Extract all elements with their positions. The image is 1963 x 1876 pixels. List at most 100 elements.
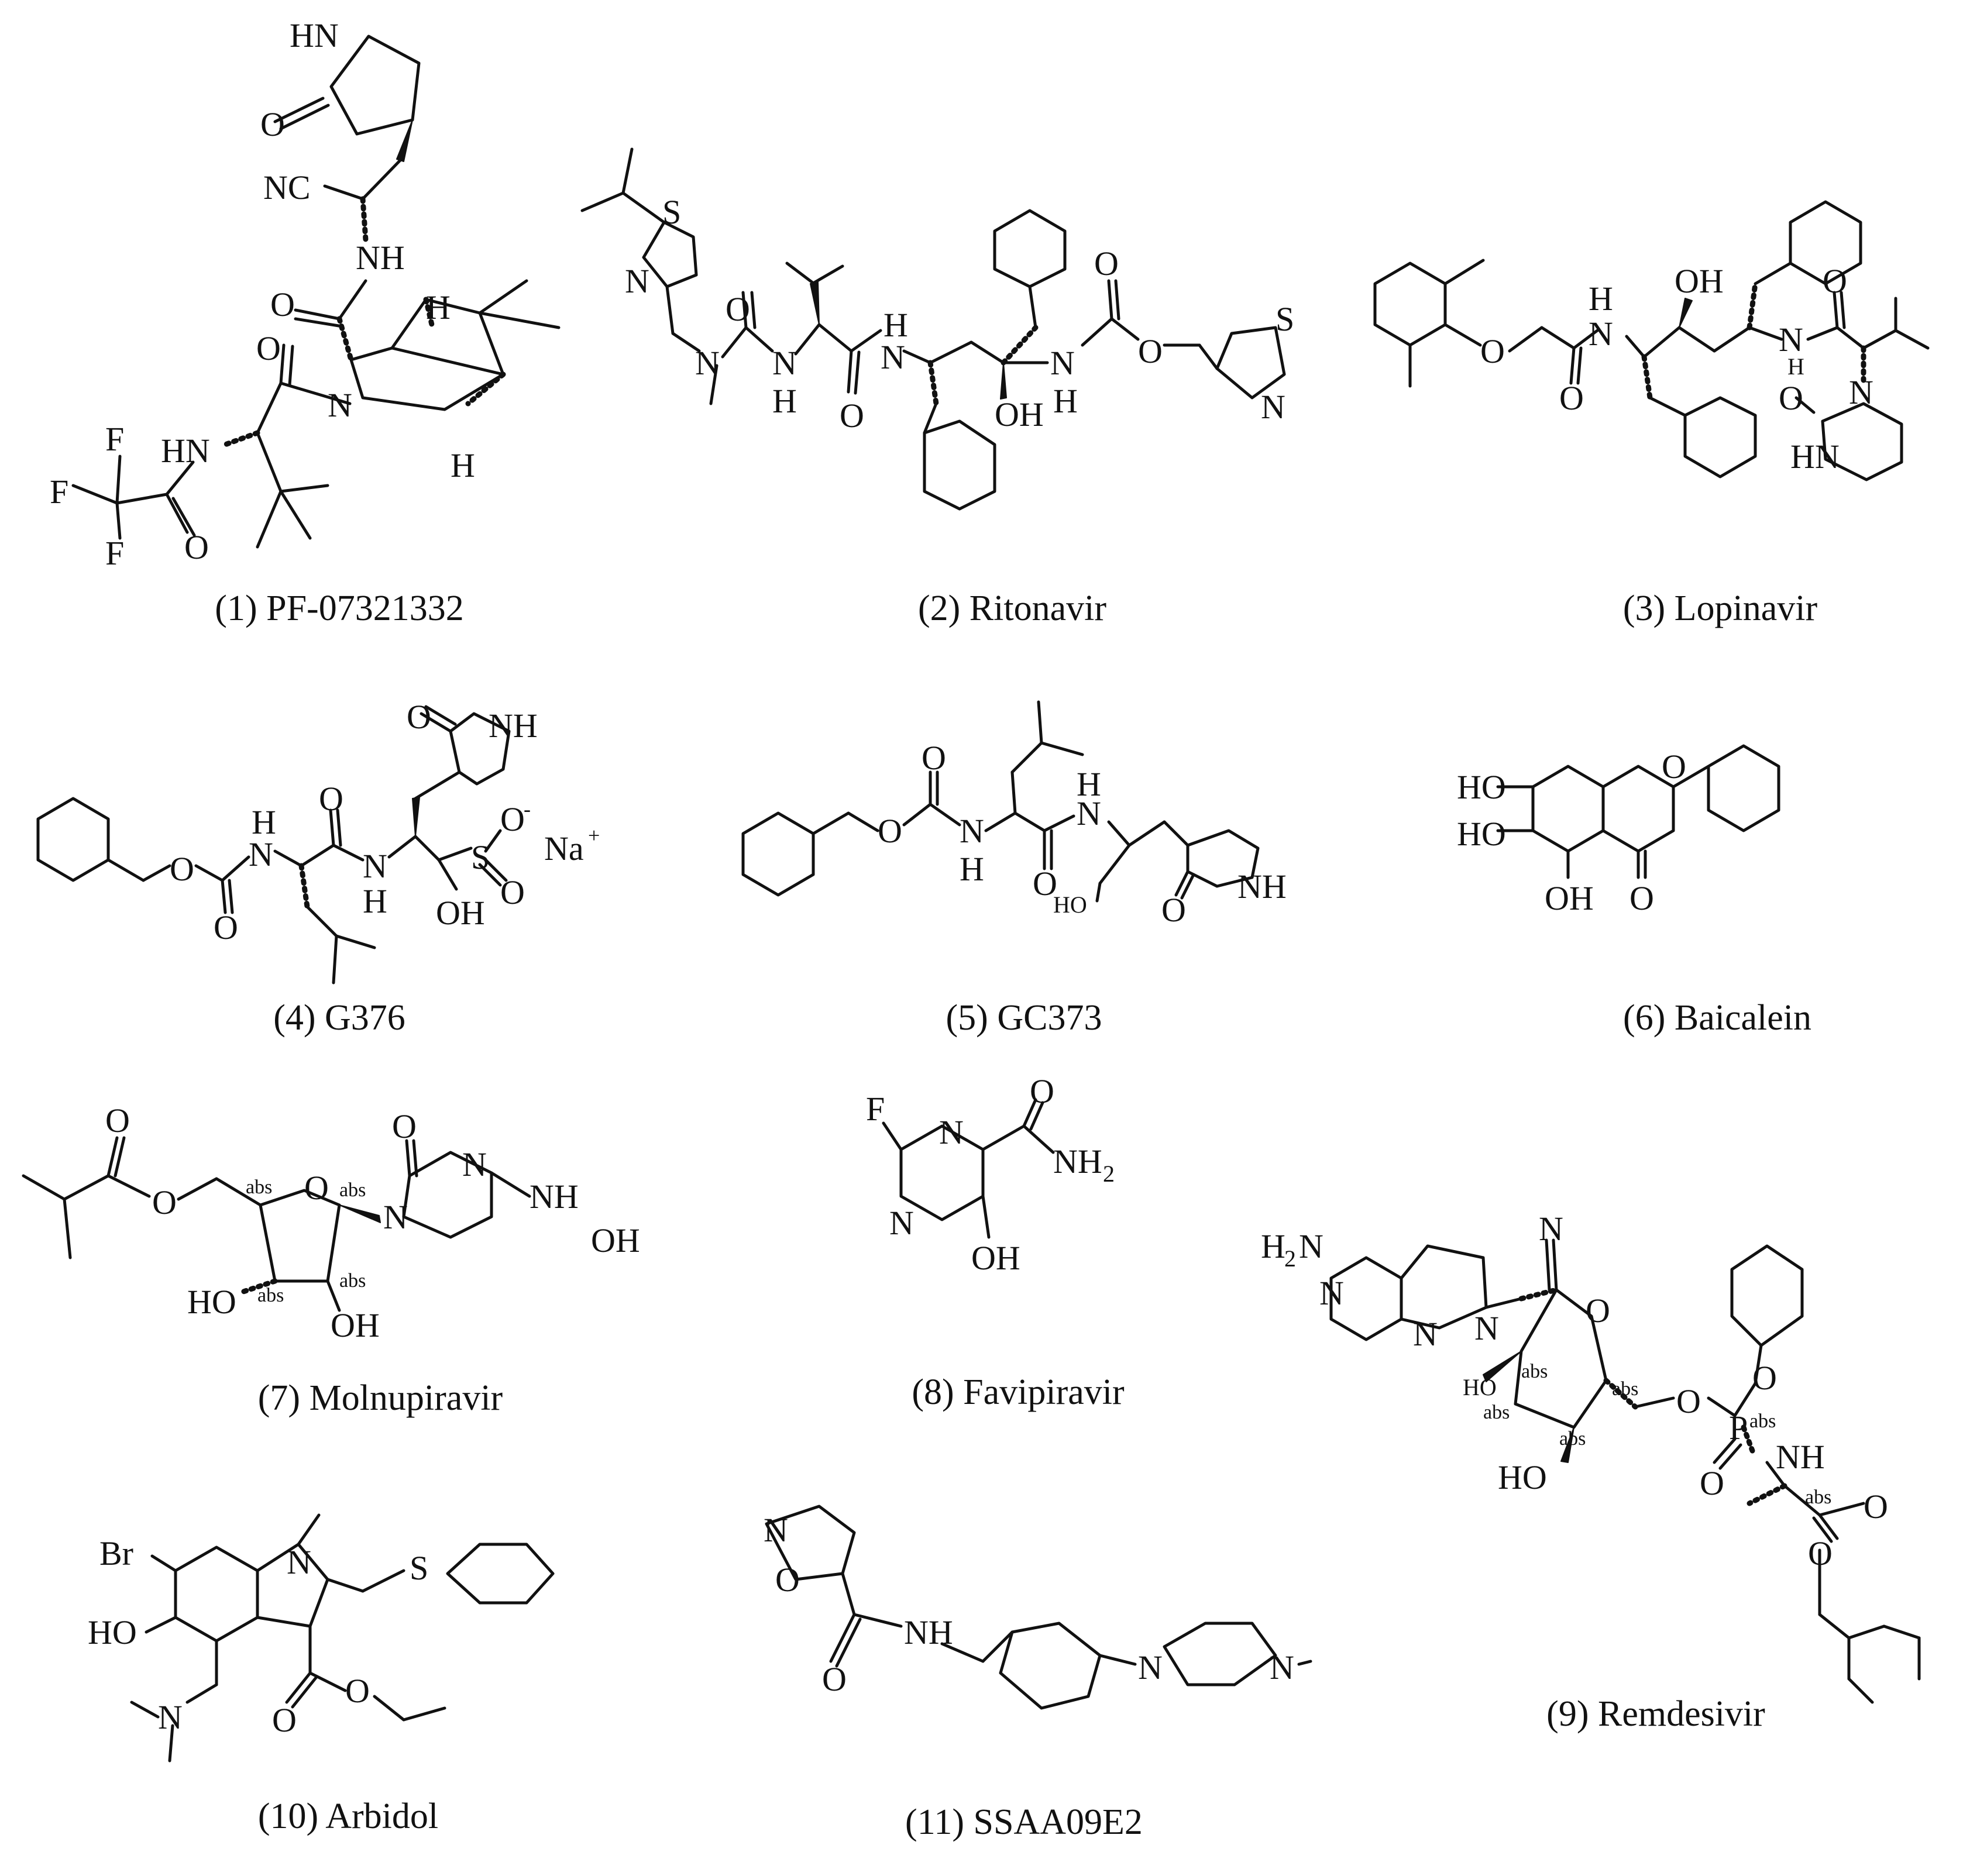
atom-label: N [1474,1309,1499,1347]
atom-label: H [1589,280,1613,318]
compound-caption: (8) Favipiravir [912,1372,1125,1412]
structure-favipiravir: F N O N NH 2 OH (8) Favipiravir [866,1072,1125,1412]
atom-label: O [500,873,525,911]
atom-label: Br [99,1534,133,1572]
atom-label: HO [1498,1458,1547,1496]
atom-label: N [939,1113,964,1151]
atom-label: O [272,1701,297,1739]
atom-label: O [1779,379,1803,417]
compound-caption: (7) Molnupiravir [258,1378,503,1418]
atom-label: O [304,1169,329,1207]
atom-label: OH [1675,262,1724,300]
atom-label: O [270,285,295,323]
compound-caption: (1) PF-07321332 [215,588,463,628]
atom-label: NH [1776,1438,1825,1476]
compound-caption: (2) Ritonavir [918,588,1106,628]
atom-label: O [1752,1359,1777,1397]
atom-label: O [1033,865,1057,903]
atom-label: S [471,838,490,876]
stereo-label: abs [1612,1378,1638,1400]
atom-label: N [1077,794,1101,832]
atom-label: H [1261,1227,1285,1265]
structure-ritonavir: S N O N N H H N O OH O N H O S N (2) Rit… [580,147,1294,628]
atom-label: N [1413,1315,1438,1353]
atom-label: H [1787,353,1804,380]
atom-label: P [1729,1409,1748,1447]
structure-pf07321332: HN O NC NH O H O N HN F F F O H (1) PF-0… [50,16,561,628]
atom-label: H [960,850,984,888]
atom-label: - [524,797,531,821]
stereo-label: abs [339,1270,366,1292]
atom-label: O [822,1660,847,1698]
atom-label: HO [88,1613,137,1651]
atom-label: F [105,534,124,572]
stereo-label: abs [1805,1486,1831,1508]
atom-label: Na [544,829,584,868]
atom-label: N [328,386,352,424]
atom-label: H [426,288,451,326]
atom-label: O [1808,1534,1833,1572]
atom-label: O [1662,748,1686,786]
atom-label: HN [290,16,339,54]
atom-label: NH [530,1178,579,1216]
atom-label: O [726,290,750,328]
atom-label: OH [1545,879,1594,917]
atom-label: O [345,1672,370,1710]
compound-caption: (9) Remdesivir [1546,1694,1765,1734]
atom-label: O [1586,1292,1610,1330]
stereo-label: abs [339,1179,366,1201]
atom-label: N [158,1698,183,1736]
atom-label: O [1161,891,1186,929]
atom-label: OH [331,1306,380,1344]
atom-label: O [1700,1464,1724,1502]
atom-label: N [1050,344,1075,382]
atom-label: HO [1457,815,1506,853]
atom-label: F [105,420,124,458]
atom-label: O [407,698,431,736]
atom-label: N [695,344,720,382]
atom-label: O [170,850,194,888]
atom-label: S [1276,300,1294,338]
atom-label: HN [1790,438,1840,476]
structure-baicalein: HO O HO OH O (6) Baicalein [1457,744,1811,1038]
structure-g376: O NH O H N O O N H S O - Na + O OH (4) G… [36,698,600,1038]
atom-label: N [1319,1274,1344,1312]
atom-label: O [1138,332,1163,370]
atom-label: N [889,1204,914,1242]
atom-label: NH [1053,1142,1102,1180]
atom-label: N [772,344,797,382]
atom-label: HN [161,432,210,470]
structure-lopinavir: O H N O OH N H O O N HN (3) Lopinavir [1373,200,1930,628]
structure-remdesivir: H 2 N N N N N O HO HO O P O NH O O O abs… [1261,1210,1921,1734]
atom-label: O [1864,1488,1888,1526]
atom-label: O [1676,1382,1701,1420]
stereo-label: abs [257,1285,284,1306]
atom-label: S [410,1549,428,1587]
atom-label: O [1559,379,1584,417]
atom-label: N [363,847,387,885]
atom-label: N [625,262,649,300]
atom-label: O [775,1561,800,1599]
atom-label: O [319,780,343,818]
atom-label: N [462,1145,487,1183]
atom-label: O [840,397,864,435]
atom-label: O [1823,262,1847,300]
atom-label: H [451,446,475,484]
compound-caption: (3) Lopinavir [1623,588,1818,628]
atom-label: NH [489,707,538,745]
structure-gc373: O O N H O H N HO O NH (5) GC373 [741,700,1287,1038]
atom-label: F [50,473,68,511]
atom-label: N [1138,1648,1163,1686]
atom-label: O [214,908,238,946]
atom-label: H [1053,382,1078,420]
atom-label: HO [1053,891,1087,918]
stereo-label: abs [246,1176,272,1198]
atom-label: HO [1463,1374,1497,1400]
compound-caption: (4) G376 [273,998,405,1038]
atom-label: NH [904,1613,953,1651]
atom-label: O [392,1107,417,1145]
atom-label: O [1030,1072,1054,1110]
atom-label: N [1539,1210,1563,1248]
atom-label: OH [436,894,485,932]
